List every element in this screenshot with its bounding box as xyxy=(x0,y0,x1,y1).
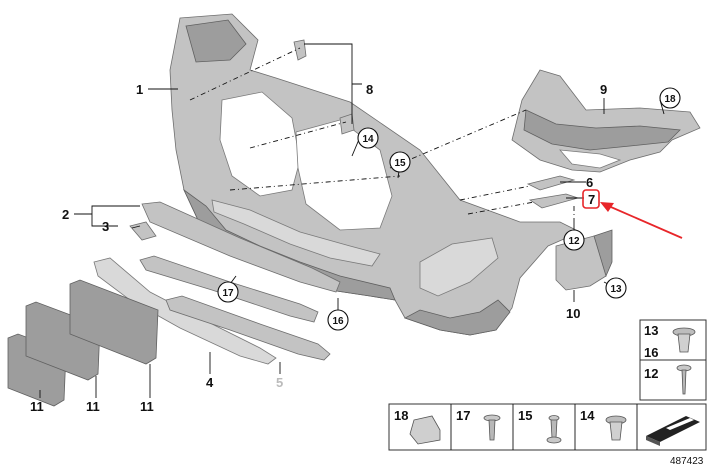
callout-4: 4 xyxy=(206,375,214,390)
callout-10: 10 xyxy=(566,306,580,321)
callout-1: 1 xyxy=(136,82,143,97)
callout-2: 2 xyxy=(62,207,69,222)
callout-3: 3 xyxy=(102,219,109,234)
svg-text:14: 14 xyxy=(362,134,374,145)
document-number: 487423 xyxy=(670,456,704,467)
callout-7: 7 xyxy=(588,192,595,207)
callout-8: 8 xyxy=(366,82,373,97)
screw-icon-15 xyxy=(546,415,562,444)
panel-10-part xyxy=(555,229,613,291)
callout-9: 9 xyxy=(600,82,607,97)
legend-label-18: 18 xyxy=(394,408,408,423)
callout-7-highlight xyxy=(582,189,600,209)
legend-label-14: 14 xyxy=(580,408,595,423)
bracket-7-part xyxy=(528,193,580,209)
circled-callout-17: 17 xyxy=(217,281,239,303)
callout-5: 5 xyxy=(276,375,283,390)
red-pointer-arrow xyxy=(600,202,683,239)
svg-text:16: 16 xyxy=(332,316,344,327)
svg-text:12: 12 xyxy=(568,236,580,247)
svg-text:15: 15 xyxy=(394,158,406,169)
carrier-bracket-part xyxy=(511,69,701,173)
plate-bracket-c xyxy=(69,279,159,365)
trim-strip-2-part xyxy=(141,201,341,293)
callout-6: 6 xyxy=(586,175,593,190)
legend-label-16: 16 xyxy=(644,345,658,360)
circled-callout-18: 18 xyxy=(659,87,681,109)
trim-strip-3-part xyxy=(129,221,157,241)
expanding-nut-icon xyxy=(672,327,696,353)
legend-label-13: 13 xyxy=(644,323,658,338)
screw-icon-12 xyxy=(676,364,692,395)
legend-cell-12 xyxy=(639,359,707,401)
lower-trim-5-part xyxy=(165,295,331,361)
callout-11a: 11 xyxy=(30,399,44,414)
legend-label-12: 12 xyxy=(644,366,658,381)
clip-icon-18 xyxy=(409,415,441,445)
leader-lines xyxy=(39,43,665,398)
panel-marker-icon xyxy=(646,416,700,446)
screw-icon-17 xyxy=(483,414,501,441)
expanding-nut-icon-14 xyxy=(605,415,627,441)
circled-callout-16: 16 xyxy=(327,309,349,331)
legend-label-17: 17 xyxy=(456,408,470,423)
callout-11b: 11 xyxy=(86,399,100,414)
dash-lines xyxy=(189,47,575,220)
callout-11c: 11 xyxy=(140,399,154,414)
upper-clip-part xyxy=(293,39,355,135)
circled-callout-15: 15 xyxy=(389,151,411,173)
legend-label-15: 15 xyxy=(518,408,532,423)
circled-callout-12: 12 xyxy=(563,229,585,251)
svg-text:18: 18 xyxy=(664,94,676,105)
circled-callout-13: 13 xyxy=(605,277,627,299)
bracket-6-part xyxy=(526,175,576,191)
fastener-legend: 13 16 12 18 17 15 xyxy=(388,319,707,467)
svg-text:17: 17 xyxy=(222,288,234,299)
svg-text:13: 13 xyxy=(610,284,622,295)
circled-callout-14: 14 xyxy=(357,127,379,149)
